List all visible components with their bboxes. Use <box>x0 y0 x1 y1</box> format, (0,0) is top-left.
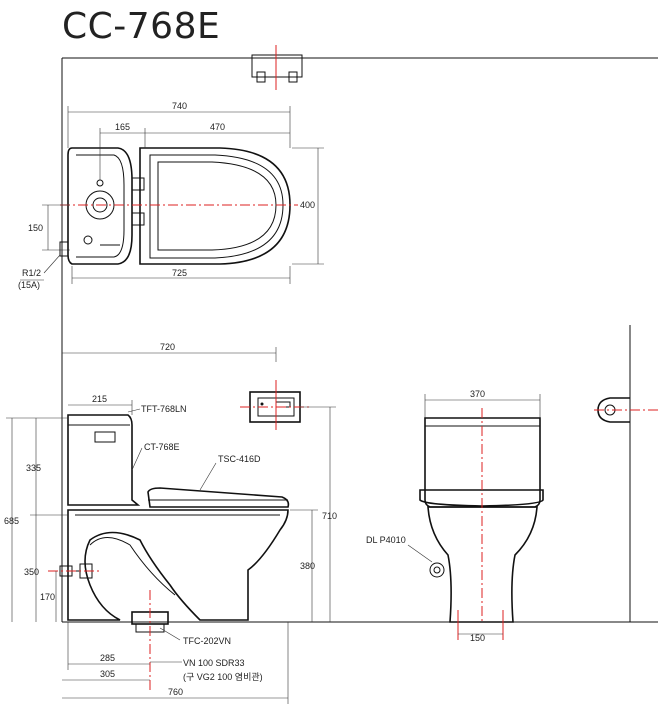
wall-lines <box>61 57 658 623</box>
inlet-size-label: R1/2 <box>22 268 41 278</box>
pipe-label: VN 100 SDR33 <box>183 658 245 668</box>
dim-170: 170 <box>40 592 55 602</box>
tank-side <box>67 414 141 506</box>
dim-710: 710 <box>322 511 337 521</box>
flange-label: TFC-202VN <box>183 636 231 646</box>
seat-side <box>147 487 290 508</box>
dim-470: 470 <box>210 122 225 132</box>
tank-fitting-label: TFT-768LN <box>141 404 187 414</box>
dim-400: 400 <box>300 200 315 210</box>
bowl-outline <box>139 147 291 265</box>
tank-outline <box>67 147 133 265</box>
valve-label: DL P4010 <box>366 535 406 545</box>
dim-760: 760 <box>168 687 183 697</box>
dim-685: 685 <box>4 516 19 526</box>
dim-335: 335 <box>26 463 41 473</box>
dim-380: 380 <box>300 561 315 571</box>
seat-outline <box>149 154 284 259</box>
tank-label: CT-768E <box>144 442 180 452</box>
dim-350: 350 <box>24 567 39 577</box>
dim-370: 370 <box>470 389 485 399</box>
dim-720: 720 <box>160 342 175 352</box>
dim-285: 285 <box>100 653 115 663</box>
dim-725: 725 <box>172 268 187 278</box>
side-view: 720 685 335 350 <box>4 342 337 704</box>
wall-bracket-top <box>251 54 303 78</box>
page-title: CC-768E <box>62 6 221 47</box>
valve-circle <box>429 562 445 578</box>
dim-150-top: 150 <box>28 223 43 233</box>
dim-215: 215 <box>92 394 107 404</box>
front-view: 370 DL P4010 150 <box>366 389 658 643</box>
dim-740: 740 <box>172 101 187 111</box>
seat-label: TSC-416D <box>218 454 261 464</box>
dim-305: 305 <box>100 669 115 679</box>
bowl-side <box>67 509 289 621</box>
dim-150-front: 150 <box>470 633 485 643</box>
top-view: 740 165 470 400 150 R1/2 (15A) 725 <box>18 45 324 290</box>
dim-165: 165 <box>115 122 130 132</box>
pipe-sub-label: (구 VG2 100 염비관) <box>183 672 263 682</box>
inlet-size-sub-label: (15A) <box>18 280 40 290</box>
bowl-front <box>427 506 538 623</box>
